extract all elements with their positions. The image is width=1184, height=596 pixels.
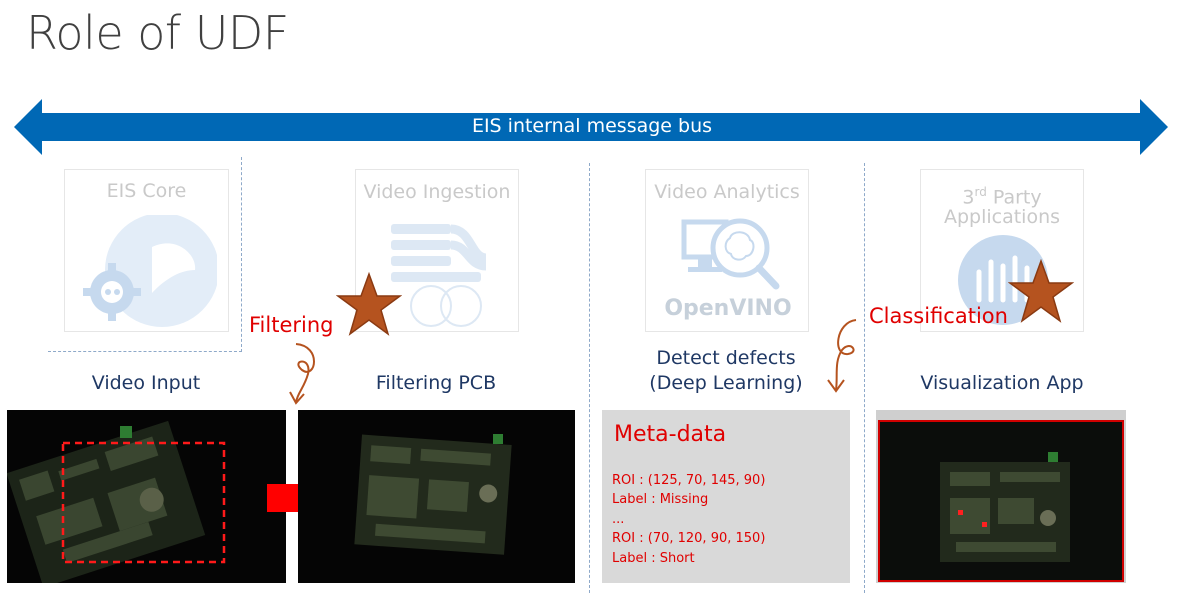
metadata-line: Label : Missing [612,492,709,507]
metadata-title: Meta-data [614,422,727,447]
visualization-frame [878,420,1124,582]
video-ingestion-box: Video Ingestion [355,169,519,332]
stage-visualization-app: Visualization App [920,372,1084,394]
separator-1-bottom [48,351,242,352]
stage-filtering-pcb: Filtering PCB [375,372,497,394]
metadata-panel: Meta-data ROI : (125, 70, 145, 90) Label… [602,410,850,583]
stage-detect-defects-line2: (Deep Learning) [649,372,803,394]
star-icon-ingestion [336,272,402,336]
metadata-line: ... [612,512,625,527]
eis-core-icon [83,215,217,327]
video-ingestion-title: Video Ingestion [363,181,511,203]
brain-search-icon [681,218,780,290]
separator-2 [589,163,590,593]
metadata-line: Label : Short [612,551,695,566]
metadata-line: ROI : (125, 70, 145, 90) [612,473,766,488]
filtering-annotation: Filtering [249,313,334,337]
classification-annotation: Classification [869,304,1008,328]
video-analytics-title: Video Analytics [654,181,800,203]
video-analytics-box: Video Analytics OpenVINO [645,169,809,332]
video-input-image [6,410,286,588]
stage-detect-defects-line1: Detect defects [656,347,796,369]
third-party-rest: Party [986,186,1042,209]
third-party-title: 3rd Party [921,180,1083,210]
pcb-filtered-image [354,434,512,555]
star-icon-third-party [1008,259,1074,323]
visualization-image [876,410,1126,583]
eis-core-title: EIS Core [106,180,187,202]
stage-video-input: Video Input [91,372,201,394]
third-party-sup: rd [974,185,987,199]
separator-3 [864,163,865,593]
filtering-pcb-image [298,410,575,583]
curly-arrow-icon-filtering [289,343,315,405]
video-ingestion-icon [391,224,488,327]
pcb-raw-image [6,420,226,588]
message-bus-arrow [14,99,1168,155]
openvino-logo: OpenVINO [664,296,792,321]
separator-1 [241,157,242,352]
eis-core-box: EIS Core [64,169,229,332]
third-party-box: 3rd Party Applications [920,169,1084,332]
message-bus-label: EIS internal message bus [471,115,713,137]
third-party-num: 3 [962,186,975,209]
pcb-classified-image [940,452,1070,562]
curly-arrow-icon-classification [827,319,857,393]
third-party-title-line2: Applications [943,206,1061,228]
metadata-line: ROI : (70, 120, 90, 150) [612,531,766,546]
page-title: Role of UDF [26,6,289,60]
